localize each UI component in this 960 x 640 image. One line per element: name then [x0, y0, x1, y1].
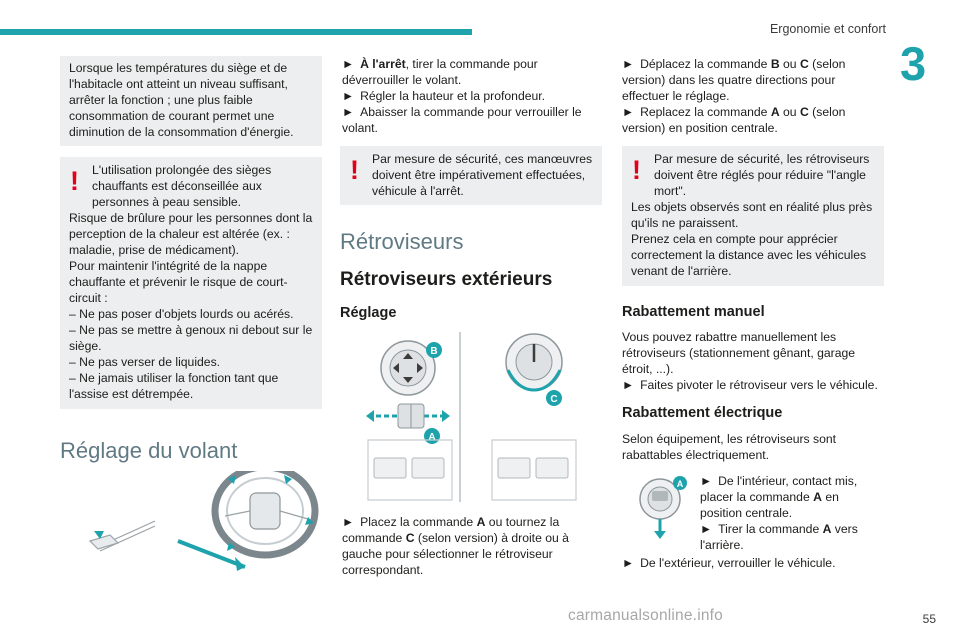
step: ►Tirer la commande A vers l'arrière.: [700, 521, 858, 552]
warning-box-seat-heating: ! L'utilisation prolongée des sièges cha…: [60, 157, 322, 409]
page-number: 55: [922, 612, 936, 626]
warning-item: – Ne jamais utiliser la fonction tant qu…: [69, 371, 279, 401]
header-accent-bar: [0, 29, 472, 35]
warning-text: Par mesure de sécurité, ces manœuvres do…: [372, 152, 593, 198]
warning-line: Les objets observés sont en réalité plus…: [631, 200, 873, 230]
step: ►Replacez la commande A ou C (selon vers…: [622, 105, 846, 135]
subsub-title-manual-fold: Rabattement manuel: [622, 304, 765, 320]
warning-item: – Ne pas poser d'objets lourds ou acérés…: [69, 307, 294, 321]
step: ►Régler la hauteur et la profondeur.: [342, 89, 546, 103]
step: ►À l'arrêt, tirer la commande pour déver…: [342, 57, 538, 87]
chapter-number: 3: [900, 37, 927, 90]
fold-switch-illustration: A: [639, 475, 687, 539]
step: ►De l'intérieur, contact mis, placer la …: [700, 473, 858, 520]
subsection-title-exterior-mirrors: Rétroviseurs extérieurs: [340, 269, 553, 291]
electric-fold-text: Selon équipement, les rétroviseurs sont …: [622, 431, 837, 462]
step: ►Abaisser la commande pour verrouiller l…: [342, 105, 582, 135]
warning-item: – Ne pas verser de liquides.: [69, 355, 221, 369]
warning-icon: !: [350, 155, 359, 185]
chapter-title: Ergonomie et confort: [769, 22, 886, 36]
column-2: ►À l'arrêt, tirer la commande pour déver…: [340, 56, 602, 578]
callout-a: A: [428, 432, 435, 443]
callout-a: A: [677, 479, 684, 489]
step: ►De l'extérieur, verrouiller le véhicule…: [622, 555, 836, 570]
mirror-select-caption: ►Placez la commande A ou tournez la comm…: [342, 515, 569, 578]
callout-c: C: [550, 394, 557, 405]
warning-box-mirrors: ! Par mesure de sécurité, les rétroviseu…: [622, 146, 884, 286]
electric-fold-block: A ►De l'intérieur, contact mis, placer l…: [622, 473, 884, 552]
warning-item: – Ne pas se mettre à genoux ni debout su…: [69, 323, 313, 353]
section-title-mirrors: Rétroviseurs: [340, 229, 464, 254]
steering-steps: ►À l'arrêt, tirer la commande pour déver…: [340, 56, 602, 136]
subsub-title-adjust: Réglage: [340, 305, 397, 322]
warning-lead: L'utilisation prolongée des sièges chauf…: [92, 163, 272, 209]
callout-b: B: [430, 346, 437, 357]
manual-fold-text: Vous pouvez rabattre manuellement les ré…: [622, 330, 856, 377]
step: ►Faites pivoter le rétroviseur vers le v…: [622, 378, 878, 393]
warning-icon: !: [632, 155, 641, 185]
mirror-controls-illustration: B A C: [366, 332, 577, 503]
subsub-title-electric-fold: Rabattement électrique: [622, 405, 783, 422]
warning-line: Risque de brûlure pour les personnes don…: [69, 211, 313, 257]
electric-fold-steps: ►De l'intérieur, contact mis, placer la …: [700, 473, 880, 553]
steering-wheel-illustration: [88, 471, 319, 572]
warning-lead: Par mesure de sécurité, les rétroviseurs…: [654, 152, 870, 198]
info-box-text: Lorsque les températures du siège et de …: [69, 61, 294, 139]
info-box: Lorsque les températures du siège et de …: [60, 56, 322, 146]
warning-line: Prenez cela en compte pour apprécier cor…: [631, 232, 867, 278]
mirror-steps: ►Déplacez la commande B ou C (selon vers…: [622, 56, 884, 136]
column-1: Lorsque les températures du siège et de …: [60, 56, 322, 581]
column-3: ►Déplacez la commande B ou C (selon vers…: [622, 56, 884, 571]
watermark: carmanualsonline.info: [568, 607, 723, 624]
step: ►Déplacez la commande B ou C (selon vers…: [622, 57, 846, 103]
warning-icon: !: [70, 166, 79, 196]
section-title-steering: Réglage du volant: [60, 438, 238, 463]
warning-box-steering: ! Par mesure de sécurité, ces manœuvres …: [340, 146, 602, 205]
warning-line: Pour maintenir l'intégrité de la nappe c…: [69, 259, 288, 305]
